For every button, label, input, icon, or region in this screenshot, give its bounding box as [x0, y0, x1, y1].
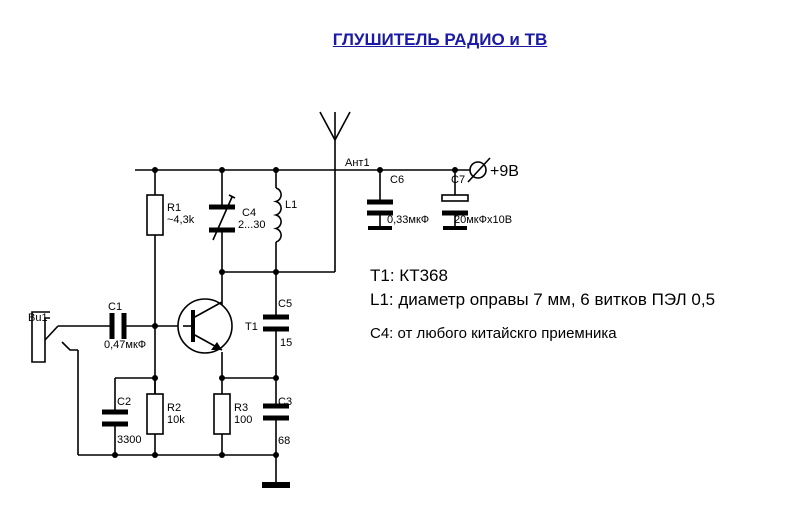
c4-value: 2...30	[238, 219, 266, 231]
c6-value: 0,33мкФ	[387, 214, 429, 226]
capacitor-c7-electrolytic: C7 20мкФх10В	[441, 174, 512, 230]
antenna-ant1: Ант1	[319, 111, 370, 169]
supply-label: +9В	[490, 163, 519, 180]
bu1-ref: Bu1	[28, 312, 48, 324]
c1-ref: C1	[108, 301, 122, 313]
page-title-text: ГЛУШИТЕЛЬ РАДИО и ТВ	[332, 30, 548, 49]
resistor-r2: R2 10k	[146, 393, 185, 435]
capacitor-c3: C3 68	[263, 396, 292, 447]
capacitor-c5: C5 15	[263, 298, 292, 349]
r1-ref: R1	[167, 202, 181, 214]
c3-value: 68	[278, 435, 290, 447]
c2-value: 3300	[117, 434, 141, 446]
c2-ref: C2	[117, 396, 131, 408]
c7-ref: C7	[451, 174, 465, 186]
note-l1: L1: диаметр оправы 7 мм, 6 витков ПЭЛ 0,…	[370, 290, 715, 309]
c3-ref: C3	[278, 396, 292, 408]
note-t1: T1: КТ368	[370, 266, 448, 285]
c5-value: 15	[280, 337, 292, 349]
t1-ref: T1	[245, 321, 258, 333]
r3-value: 100	[234, 414, 252, 426]
c7-value: 20мкФх10В	[454, 214, 512, 226]
wires	[58, 140, 470, 483]
r2-value: 10k	[167, 414, 185, 426]
r2-ref: R2	[167, 402, 181, 414]
r3-ref: R3	[234, 402, 248, 414]
c5-ref: C5	[278, 298, 292, 310]
r1-value: ~4,3k	[167, 214, 195, 226]
jack-bu1: Bu1	[28, 311, 78, 363]
inductor-l1: L1	[272, 187, 297, 243]
l1-ref: L1	[285, 199, 297, 211]
capacitor-c6: C6 0,33мкФ	[367, 174, 429, 230]
ant1-ref: Ант1	[345, 157, 370, 169]
note-c4: C4: от любого китайскго приемника	[370, 325, 617, 342]
page-title: ГЛУШИТЕЛЬ РАДИО и ТВ	[0, 30, 800, 50]
resistor-r1: R1 ~4,3k	[146, 194, 195, 236]
transistor-t1: T1	[177, 298, 258, 354]
c4-ref: C4	[242, 207, 256, 219]
junction-dots	[112, 167, 458, 458]
c6-ref: C6	[390, 174, 404, 186]
resistor-r3: R3 100	[213, 393, 252, 435]
supply-terminal: +9В	[467, 157, 519, 183]
capacitor-c2: C2 3300	[102, 396, 141, 446]
c1-value: 0,47мкФ	[104, 339, 146, 351]
notes: T1: КТ368 L1: диаметр оправы 7 мм, 6 вит…	[370, 266, 715, 342]
capacitor-c1: C1 0,47мкФ	[104, 301, 146, 351]
capacitor-c4-trimmer: C4 2...30	[209, 194, 266, 241]
